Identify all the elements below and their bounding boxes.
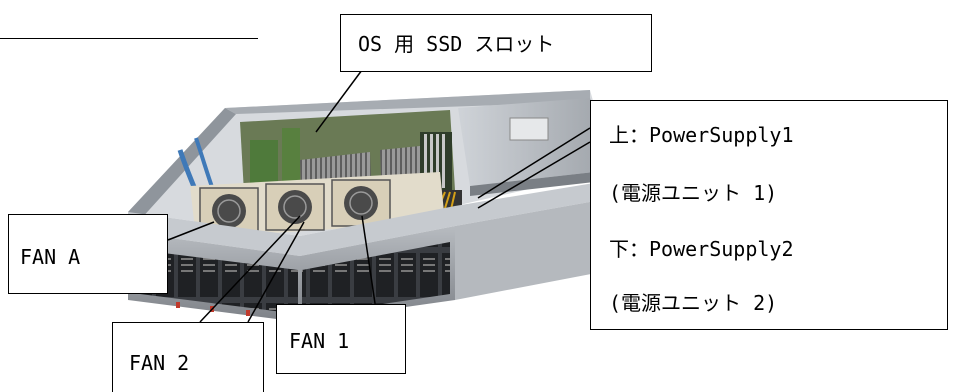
- ssd-slot-label: OS 用 SSD スロット: [358, 32, 555, 56]
- psu-line-3: 下：PowerSupply2: [609, 237, 794, 261]
- server-photo: [128, 69, 615, 323]
- leader-ssd: [315, 69, 363, 133]
- fan-2-label: FAN 2: [129, 351, 190, 375]
- top-rule: [0, 38, 258, 39]
- leader-fan-2b: [247, 221, 305, 323]
- psu-line-2: (電源ユニット 1): [609, 181, 778, 205]
- callout-fan-1: FAN 1: [276, 304, 406, 374]
- leader-power-2: [477, 141, 591, 209]
- psu-line-1: 上：PowerSupply1: [609, 123, 794, 147]
- fan-1-label: FAN 1: [289, 329, 350, 353]
- callout-fan-a: FAN A: [8, 214, 168, 294]
- leader-fan-1: [361, 215, 377, 311]
- fan-a-label: FAN A: [20, 245, 81, 269]
- callout-fan-2: FAN 2: [112, 322, 264, 392]
- leader-lines: [167, 69, 591, 323]
- callout-power-supply: 上：PowerSupply1 (電源ユニット 1) 下：PowerSupply2…: [590, 100, 948, 330]
- figure: OS 用 SSD スロット 上：PowerSupply1 (電源ユニット 1) …: [0, 14, 948, 392]
- server-chassis: [128, 90, 615, 322]
- psu-line-4: (電源ユニット 2): [609, 291, 778, 315]
- callout-ssd-slot: OS 用 SSD スロット: [340, 14, 652, 72]
- leader-fan-a: [167, 221, 215, 241]
- leader-power: [477, 127, 591, 199]
- leader-fan-2: [199, 215, 301, 323]
